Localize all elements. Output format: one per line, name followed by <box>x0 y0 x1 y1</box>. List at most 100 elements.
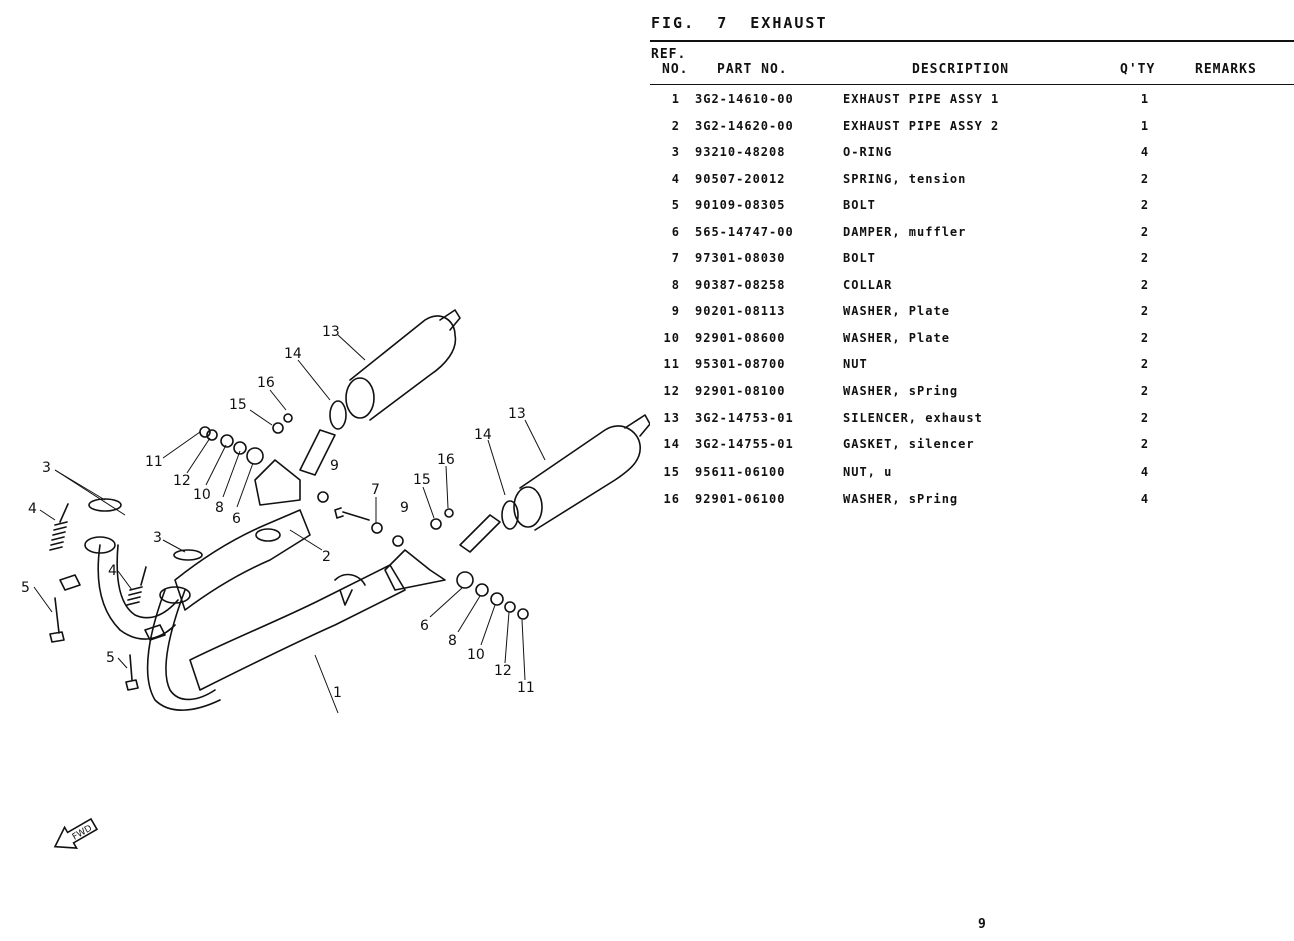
part-no: 95611-06100 <box>695 465 786 479</box>
ref-no: 6 <box>671 225 680 239</box>
quantity: 2 <box>1140 172 1150 186</box>
title-rule <box>650 40 1294 42</box>
description: WASHER, sPring <box>843 492 959 506</box>
callout-10a: 10 <box>193 487 211 503</box>
exhaust-exploded-diagram: 1 2 3 3 4 4 5 5 6 6 7 8 8 9 9 10 10 11 1… <box>21 309 650 849</box>
figure-name: EXHAUST <box>750 14 828 32</box>
description: GASKET, silencer <box>843 437 975 451</box>
callout-12b: 12 <box>494 663 512 679</box>
description: SPRING, tension <box>843 172 967 186</box>
silencer-upper <box>345 309 461 421</box>
bracket-upper <box>254 459 301 506</box>
description: SILENCER, exhaust <box>843 411 983 425</box>
header-remarks: REMARKS <box>1195 62 1257 77</box>
quantity: 2 <box>1140 225 1150 239</box>
description: DAMPER, muffler <box>843 225 967 239</box>
callout-9a: 9 <box>330 458 339 474</box>
quantity: 2 <box>1140 278 1150 292</box>
quantity: 4 <box>1140 492 1150 506</box>
description: O-RING <box>843 145 893 159</box>
description: BOLT <box>843 198 876 212</box>
description: BOLT <box>843 251 876 265</box>
ref-no: 8 <box>671 278 680 292</box>
quantity: 1 <box>1140 119 1150 133</box>
header-part-no: PART NO. <box>717 62 788 77</box>
callout-3b: 3 <box>153 530 162 546</box>
quantity: 2 <box>1140 411 1150 425</box>
callout-11b: 11 <box>517 680 535 696</box>
part-no: 93210-48208 <box>695 145 786 159</box>
callout-15b: 15 <box>413 472 431 488</box>
part-no: 92901-08600 <box>695 331 786 345</box>
part-no: 565-14747-00 <box>695 225 794 239</box>
quantity: 2 <box>1140 437 1150 451</box>
quantity: 2 <box>1140 304 1150 318</box>
tension-spring-b <box>126 566 147 606</box>
ref-no: 4 <box>671 172 680 186</box>
header-description: DESCRIPTION <box>912 62 1010 77</box>
quantity: 2 <box>1140 357 1150 371</box>
ref-no: 13 <box>663 411 680 425</box>
header-rule <box>650 84 1294 85</box>
callout-14a: 14 <box>284 346 302 362</box>
callout-5a: 5 <box>21 580 30 596</box>
table-row: 15 95611-06100 NUT, u 4 <box>650 465 1290 491</box>
callout-14b: 14 <box>474 427 492 443</box>
callout-8b: 8 <box>448 633 457 649</box>
header-qty: Q'TY <box>1120 62 1156 77</box>
callout-1: 1 <box>333 685 342 701</box>
callout-16b: 16 <box>437 452 455 468</box>
part-no: 97301-08030 <box>695 251 786 265</box>
exhaust-pipe-2 <box>97 509 311 640</box>
quantity: 4 <box>1140 465 1150 479</box>
callout-5b: 5 <box>106 650 115 666</box>
part-no: 92901-06100 <box>695 492 786 506</box>
callout-9b: 9 <box>400 500 409 516</box>
page-number: 9 <box>978 917 986 932</box>
table-row: 6 565-14747-00 DAMPER, muffler 2 <box>650 225 1290 251</box>
ref-no: 15 <box>663 465 680 479</box>
description: WASHER, Plate <box>843 304 950 318</box>
callout-2: 2 <box>322 549 331 565</box>
fwd-arrow-icon: FWD <box>53 817 99 849</box>
part-no: 92901-08100 <box>695 384 786 398</box>
quantity: 2 <box>1140 198 1150 212</box>
callout-13a: 13 <box>322 324 340 340</box>
part-no: 3G2-14753-01 <box>695 411 794 425</box>
exhaust-pipe-1 <box>146 564 406 711</box>
callout-6b: 6 <box>420 618 429 634</box>
figure-title: FIG. 7 EXHAUST <box>651 14 828 32</box>
quantity: 2 <box>1140 331 1150 345</box>
ref-no: 7 <box>671 251 680 265</box>
callout-10b: 10 <box>467 647 485 663</box>
ref-no: 11 <box>663 357 680 371</box>
ref-no: 10 <box>663 331 680 345</box>
callout-4a: 4 <box>28 501 37 517</box>
part-no: 90387-08258 <box>695 278 786 292</box>
description: EXHAUST PIPE ASSY 2 <box>843 119 1000 133</box>
callout-13b: 13 <box>508 406 526 422</box>
table-row: 13 3G2-14753-01 SILENCER, exhaust 2 <box>650 411 1290 437</box>
quantity: 2 <box>1140 384 1150 398</box>
ref-no: 5 <box>671 198 680 212</box>
callout-11a: 11 <box>145 454 163 470</box>
description: NUT, u <box>843 465 893 479</box>
quantity: 4 <box>1140 145 1150 159</box>
header-ref-bottom: NO. <box>662 62 689 77</box>
ref-no: 3 <box>671 145 680 159</box>
part-no: 3G2-14610-00 <box>695 92 794 106</box>
table-row: 3 93210-48208 O-RING 4 <box>650 145 1290 171</box>
header-ref-top: REF. <box>651 47 687 62</box>
figure-number: 7 <box>717 14 729 32</box>
fwd-label: FWD <box>71 824 94 843</box>
description: NUT <box>843 357 868 371</box>
description: WASHER, sPring <box>843 384 959 398</box>
